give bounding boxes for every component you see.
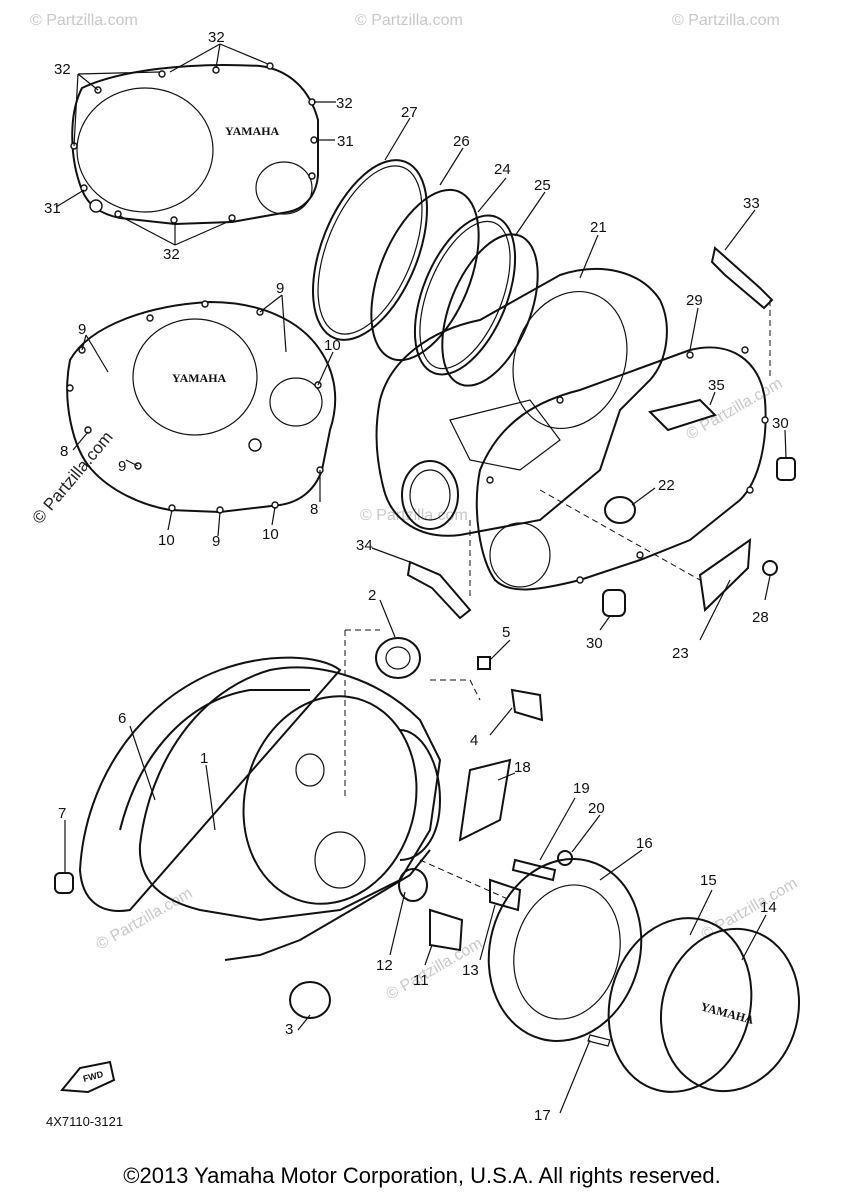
callout-8-left: 8: [60, 443, 68, 460]
callout-34: 34: [356, 537, 373, 554]
callout-11: 11: [413, 972, 429, 989]
crankcase-cover-1: [138, 666, 442, 922]
callout-35: 35: [708, 377, 725, 394]
crankcase-cover-gasket-top: YAMAHA: [70, 62, 319, 226]
callout-32-bottom: 32: [163, 246, 180, 263]
callout-20: 20: [588, 800, 605, 817]
callout-13: 13: [462, 962, 479, 979]
watermark-right: © Partzilla.com: [684, 375, 786, 444]
small-parts-lower: [54, 637, 611, 1047]
callout-15: 15: [700, 872, 717, 889]
callout-17: 17: [534, 1107, 551, 1124]
small-parts-upper: [406, 246, 796, 620]
callout-labels: 1 2 3 4 5 6 7 18 8 8 9 9 9 9 10 10 10 11…: [44, 29, 789, 1124]
callout-19: 19: [573, 780, 590, 797]
callout-16: 16: [636, 835, 653, 852]
callout-30-lower: 30: [586, 635, 603, 652]
callout-3: 3: [285, 1021, 293, 1038]
callout-10-bottom-right: 10: [262, 526, 279, 543]
callout-32-left: 32: [54, 61, 71, 78]
watermark-top-right: © Partzilla.com: [672, 12, 780, 29]
callout-10-right: 10: [324, 337, 341, 354]
callout-2: 2: [368, 587, 376, 604]
exploded-parts-diagram: © Partzilla.com © Partzilla.com © Partzi…: [29, 12, 801, 1129]
callout-32-right: 32: [336, 95, 353, 112]
callout-14: 14: [760, 899, 777, 916]
callout-4: 4: [470, 732, 478, 749]
callout-25: 25: [534, 177, 551, 194]
callout-8-lower: 8: [310, 501, 318, 518]
watermark-side: © Partzilla.com: [29, 428, 117, 528]
fwd-arrow: FWD: [60, 1060, 116, 1094]
callout-31-left: 31: [44, 200, 61, 217]
cover-gasket-29: [475, 346, 769, 591]
callout-18: 18: [514, 759, 531, 776]
gasket-logo-top: YAMAHA: [225, 124, 280, 138]
callout-12: 12: [376, 957, 393, 974]
watermark-top-center: © Partzilla.com: [355, 12, 463, 29]
callout-9-left: 9: [78, 321, 86, 338]
callout-24: 24: [494, 161, 511, 178]
callout-10-bottom-left: 10: [158, 532, 175, 549]
callout-30-right: 30: [772, 415, 789, 432]
callout-7: 7: [58, 805, 66, 822]
callout-9-bottom: 9: [212, 533, 220, 550]
watermark-lower-left: © Partzilla.com: [94, 885, 196, 954]
callout-29: 29: [686, 292, 703, 309]
callout-21: 21: [590, 219, 607, 236]
callout-32-top: 32: [208, 29, 225, 46]
watermark-mid: © Partzilla.com: [360, 507, 468, 524]
callout-33: 33: [743, 195, 760, 212]
callout-28: 28: [752, 609, 769, 626]
seal-rings: [312, 159, 539, 387]
diagram-code: 4X7110-3121: [46, 1114, 123, 1129]
crankcase-cover-21: [375, 268, 668, 537]
gasket-logo-middle: YAMAHA: [172, 371, 227, 385]
callout-5: 5: [502, 624, 510, 641]
crankcase-cover-gasket-middle: YAMAHA: [66, 300, 337, 514]
copyright-footer: ©2013 Yamaha Motor Corporation, U.S.A. A…: [123, 1163, 721, 1188]
watermark-top-left: © Partzilla.com: [30, 12, 138, 29]
callout-27: 27: [401, 104, 418, 121]
leader-lines: [55, 43, 787, 1114]
callout-1: 1: [200, 750, 208, 767]
gasket-16: [487, 858, 643, 1042]
fwd-label: FWD: [82, 1069, 105, 1084]
guide-lines: [344, 300, 771, 901]
cover-logo: YAMAHA: [699, 999, 755, 1027]
callout-26: 26: [453, 133, 470, 150]
callout-31-right: 31: [337, 133, 354, 150]
callout-23: 23: [672, 645, 689, 662]
callout-9-side: 9: [118, 458, 126, 475]
cover-gasket-6: [78, 656, 431, 961]
callout-6: 6: [118, 710, 126, 727]
callout-22: 22: [658, 477, 675, 494]
callout-9-top: 9: [276, 280, 284, 297]
